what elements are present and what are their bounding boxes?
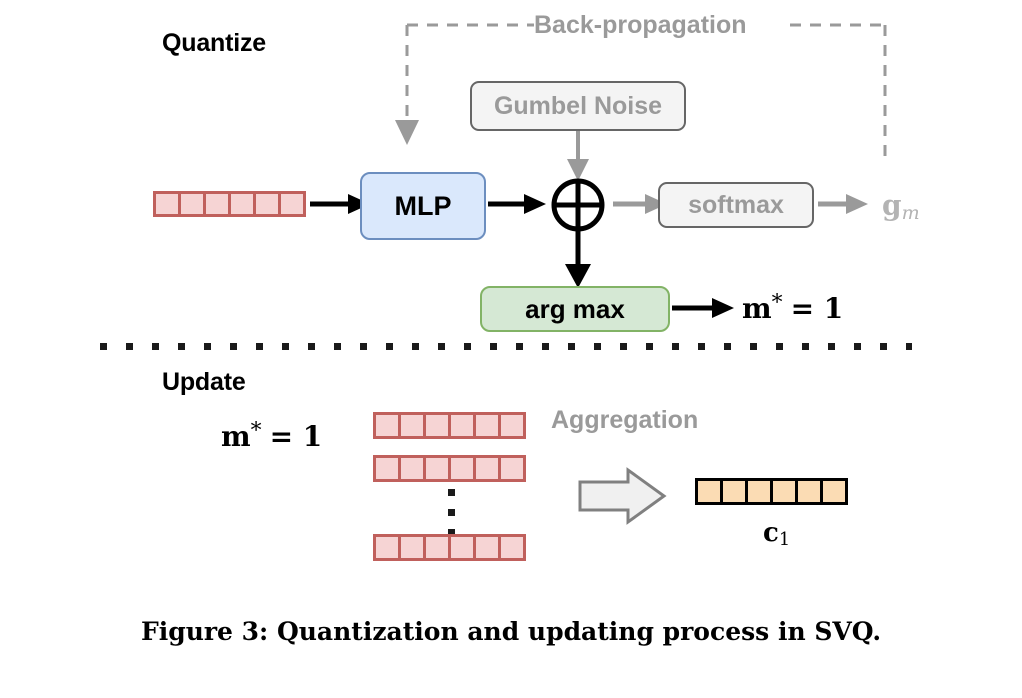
argmax-box: arg max <box>480 286 670 332</box>
vector-cell <box>278 191 306 217</box>
vector-cell <box>473 412 501 439</box>
aggregation-block-arrow-icon <box>578 467 667 525</box>
vector-cell <box>473 455 501 482</box>
output-vector <box>695 478 848 505</box>
input-vector <box>153 191 306 217</box>
mlp-to-combine-arrow <box>488 194 546 214</box>
backprop-path <box>395 23 887 163</box>
softmax-box: softmax <box>658 182 814 228</box>
figure-caption: Figure 3: Quantization and updating proc… <box>140 617 882 646</box>
m-symbol: m <box>221 420 251 454</box>
m-symbol: m <box>742 292 772 326</box>
vector-cell <box>373 412 401 439</box>
vector-cell <box>373 455 401 482</box>
softmax-to-output-arrow <box>818 194 868 214</box>
combine-to-softmax-arrow <box>613 194 667 214</box>
c-symbol: c <box>763 518 779 548</box>
vector-cell <box>448 534 476 561</box>
m-superscript: * <box>771 290 783 315</box>
vector-cell <box>448 455 476 482</box>
vector-cell <box>373 534 401 561</box>
stacked-vector-2 <box>373 455 526 482</box>
update-section-title: Update <box>162 368 246 396</box>
vector-cell <box>795 478 823 505</box>
input-to-mlp-arrow <box>310 194 370 214</box>
vector-cell <box>178 191 206 217</box>
update-selected-index-label: m* = 1 <box>221 418 322 453</box>
vector-cell <box>745 478 773 505</box>
vector-cell <box>720 478 748 505</box>
ellipsis-dot <box>448 529 455 536</box>
vector-cell <box>398 534 426 561</box>
vector-cell <box>423 534 451 561</box>
m-relation: = 1 <box>269 420 323 454</box>
vector-cell <box>498 534 526 561</box>
vector-cell <box>203 191 231 217</box>
vector-cell <box>695 478 723 505</box>
backprop-label: Back-propagation <box>534 11 747 39</box>
section-divider <box>100 343 912 350</box>
c-subscript: 1 <box>778 529 791 550</box>
vector-cell <box>423 455 451 482</box>
vector-cell <box>153 191 181 217</box>
output-vector-label: c1 <box>763 518 790 550</box>
gumbel-softmax-output-label: gm <box>882 189 920 224</box>
vector-cell <box>228 191 256 217</box>
vector-cell <box>398 412 426 439</box>
vector-cell <box>473 534 501 561</box>
vector-cell <box>498 412 526 439</box>
g-symbol: g <box>882 189 902 222</box>
combine-to-argmax-arrow <box>565 228 591 288</box>
ellipsis-dot <box>448 489 455 496</box>
argmax-to-result-arrow <box>672 298 734 318</box>
argmax-result-label: m* = 1 <box>742 290 843 325</box>
vector-cell <box>423 412 451 439</box>
aggregation-label: Aggregation <box>551 406 699 434</box>
vector-cell <box>253 191 281 217</box>
stacked-vector-3 <box>373 534 526 561</box>
vector-cell <box>498 455 526 482</box>
m-superscript: * <box>250 418 262 443</box>
gumbel-to-combine-arrow <box>567 131 589 181</box>
ellipsis-dot <box>448 509 455 516</box>
vector-cell <box>448 412 476 439</box>
quantize-section-title: Quantize <box>162 29 266 57</box>
m-relation: = 1 <box>790 292 844 326</box>
vector-cell <box>820 478 848 505</box>
g-subscript: m <box>901 202 920 225</box>
stacked-vector-1 <box>373 412 526 439</box>
vector-cell <box>398 455 426 482</box>
vector-cell <box>770 478 798 505</box>
gumbel-noise-box: Gumbel Noise <box>470 81 686 131</box>
mlp-box: MLP <box>360 172 486 240</box>
